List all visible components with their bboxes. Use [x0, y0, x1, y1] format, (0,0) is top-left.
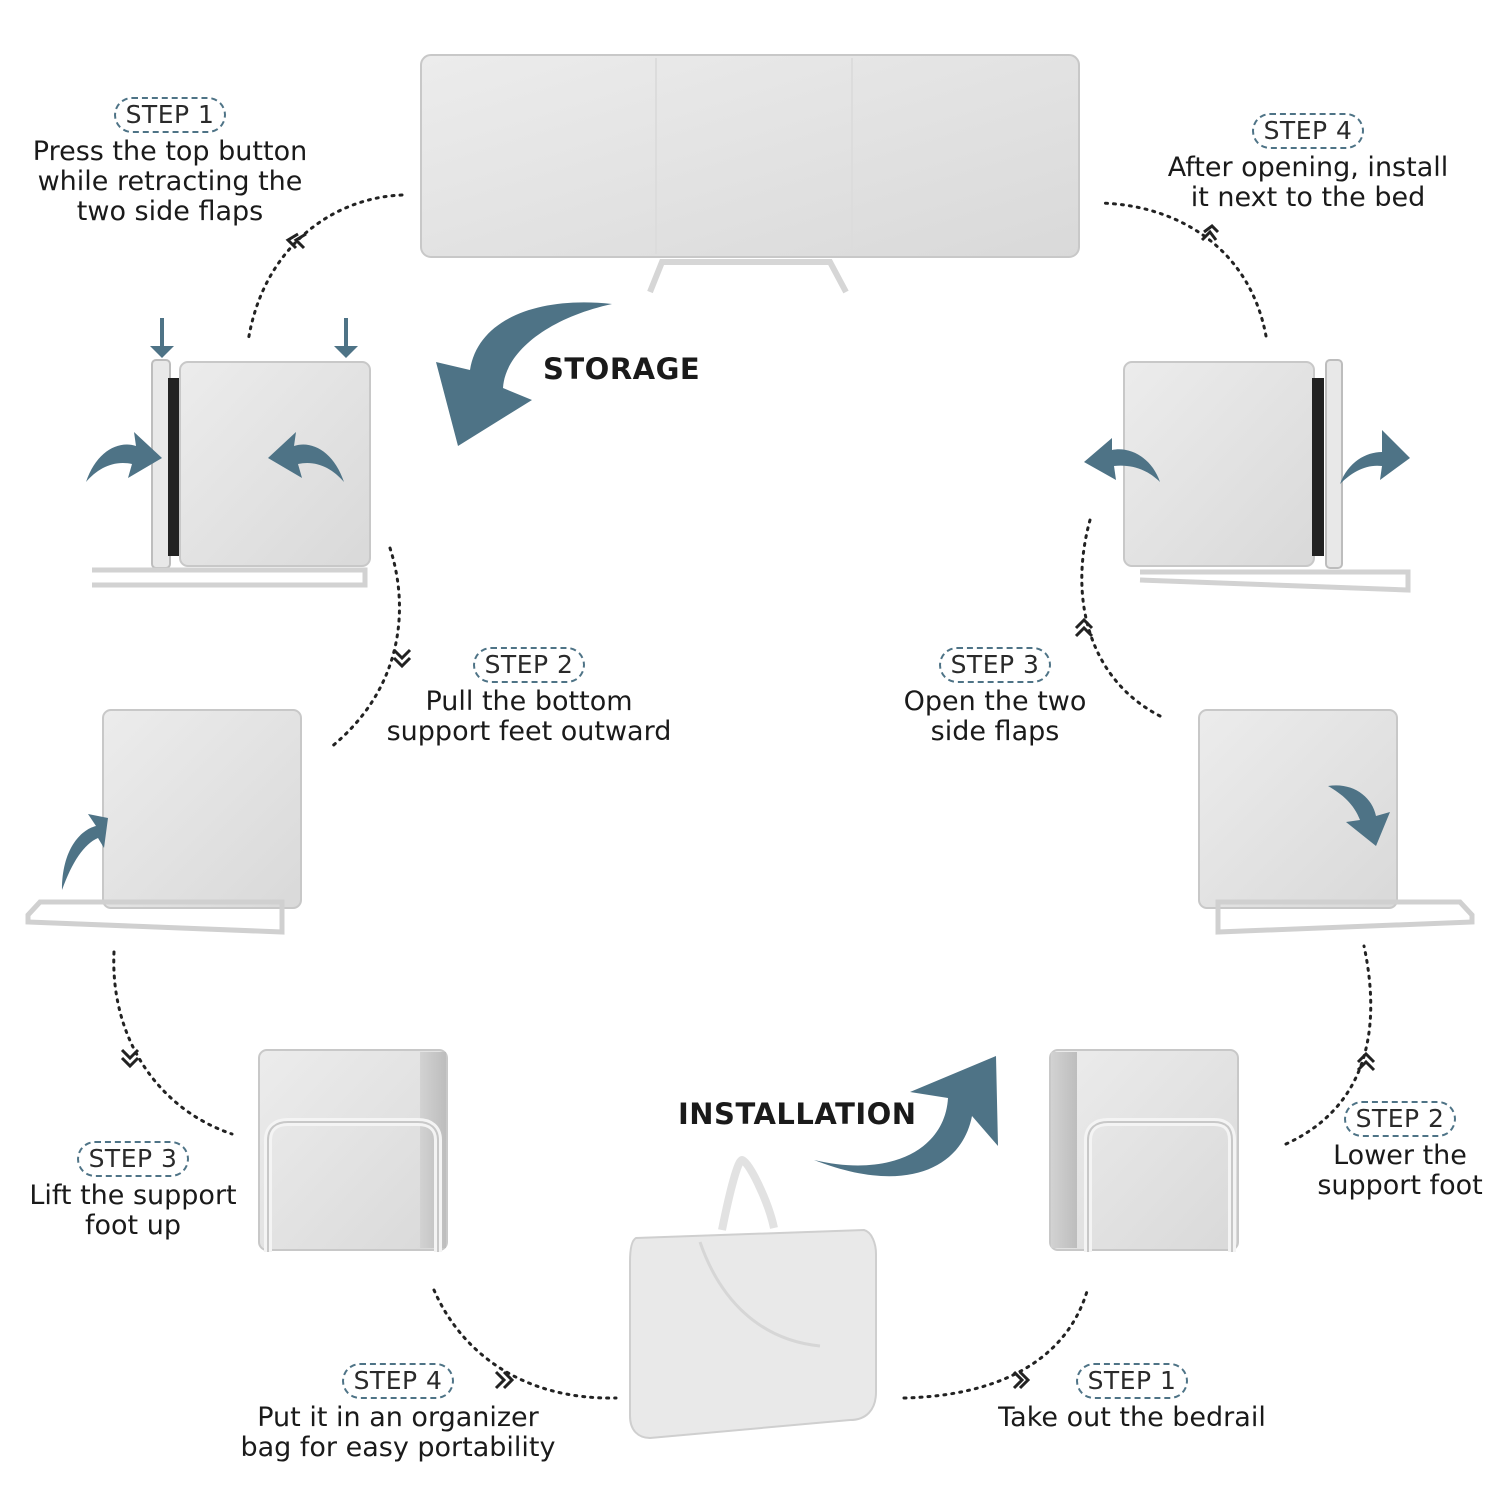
step-desc-line: bag for easy portability	[240, 1432, 556, 1463]
storage-step3-illustration	[258, 1049, 448, 1252]
installation-label: INSTALLATION	[678, 1097, 917, 1131]
step-description: Take out the bedrail	[980, 1403, 1284, 1433]
flow-direction-chevrons	[120, 224, 1376, 1390]
storage-step2-illustration	[25, 709, 302, 935]
step-description: Pull the bottom support feet outward	[369, 687, 689, 747]
step-description: Lower the support foot	[1302, 1141, 1498, 1201]
step-desc-line: Pull the bottom	[425, 686, 633, 717]
step-badge: STEP 2	[1343, 1101, 1457, 1137]
storage-step-4: STEP 4 Put it in an organizer bag for ea…	[228, 1363, 568, 1463]
step-desc-line: support feet outward	[386, 716, 672, 747]
install-step-3: STEP 3 Open the two side flaps	[877, 647, 1113, 747]
step-badge: STEP 3	[76, 1141, 190, 1177]
installation-arrow-icon	[814, 1056, 998, 1177]
install-step3-illustration	[1084, 359, 1411, 593]
step-desc-line: side flaps	[930, 716, 1060, 747]
step-desc-line: Lift the support	[29, 1180, 237, 1211]
step-desc-line: it next to the bed	[1190, 182, 1426, 213]
step-desc-line: two side flaps	[76, 196, 264, 227]
storage-arrow-icon	[436, 302, 612, 446]
step-desc-line: After opening, install	[1167, 152, 1449, 183]
step-desc-line: Take out the bedrail	[998, 1402, 1266, 1433]
storage-step-3: STEP 3 Lift the support foot up	[10, 1141, 256, 1241]
step-description: Press the top button while retracting th…	[10, 137, 330, 227]
step-description: Put it in an organizer bag for easy port…	[228, 1403, 568, 1463]
installed-bedrail-illustration	[420, 54, 1080, 294]
step-description: After opening, install it next to the be…	[1140, 153, 1476, 213]
step-badge: STEP 1	[113, 97, 227, 133]
step-desc-line: while retracting the	[37, 166, 303, 197]
install-step-4: STEP 4 After opening, install it next to…	[1140, 113, 1476, 213]
storage-label: STORAGE	[543, 352, 701, 386]
storage-step-2: STEP 2 Pull the bottom support feet outw…	[369, 647, 689, 747]
step-desc-line: foot up	[85, 1210, 181, 1241]
step-desc-line: Put it in an organizer	[257, 1402, 539, 1433]
step-desc-line: Lower the	[1333, 1140, 1467, 1171]
organizer-bag-illustration	[629, 1155, 877, 1440]
install-step-2: STEP 2 Lower the support foot	[1302, 1101, 1498, 1201]
install-step1-illustration	[1049, 1049, 1239, 1252]
storage-step1-illustration	[86, 318, 371, 588]
step-desc-line: support foot	[1317, 1170, 1483, 1201]
step-badge: STEP 4	[341, 1363, 455, 1399]
step-desc-line: Press the top button	[32, 136, 308, 167]
step-badge: STEP 2	[472, 647, 586, 683]
step-badge: STEP 3	[938, 647, 1052, 683]
install-step-1: STEP 1 Take out the bedrail	[980, 1363, 1284, 1433]
step-badge: STEP 4	[1251, 113, 1365, 149]
step-description: Open the two side flaps	[877, 687, 1113, 747]
step-description: Lift the support foot up	[10, 1181, 256, 1241]
storage-step-1: STEP 1 Press the top button while retrac…	[10, 97, 330, 227]
install-step2-illustration	[1198, 709, 1475, 935]
step-badge: STEP 1	[1075, 1363, 1189, 1399]
step-desc-line: Open the two	[903, 686, 1087, 717]
